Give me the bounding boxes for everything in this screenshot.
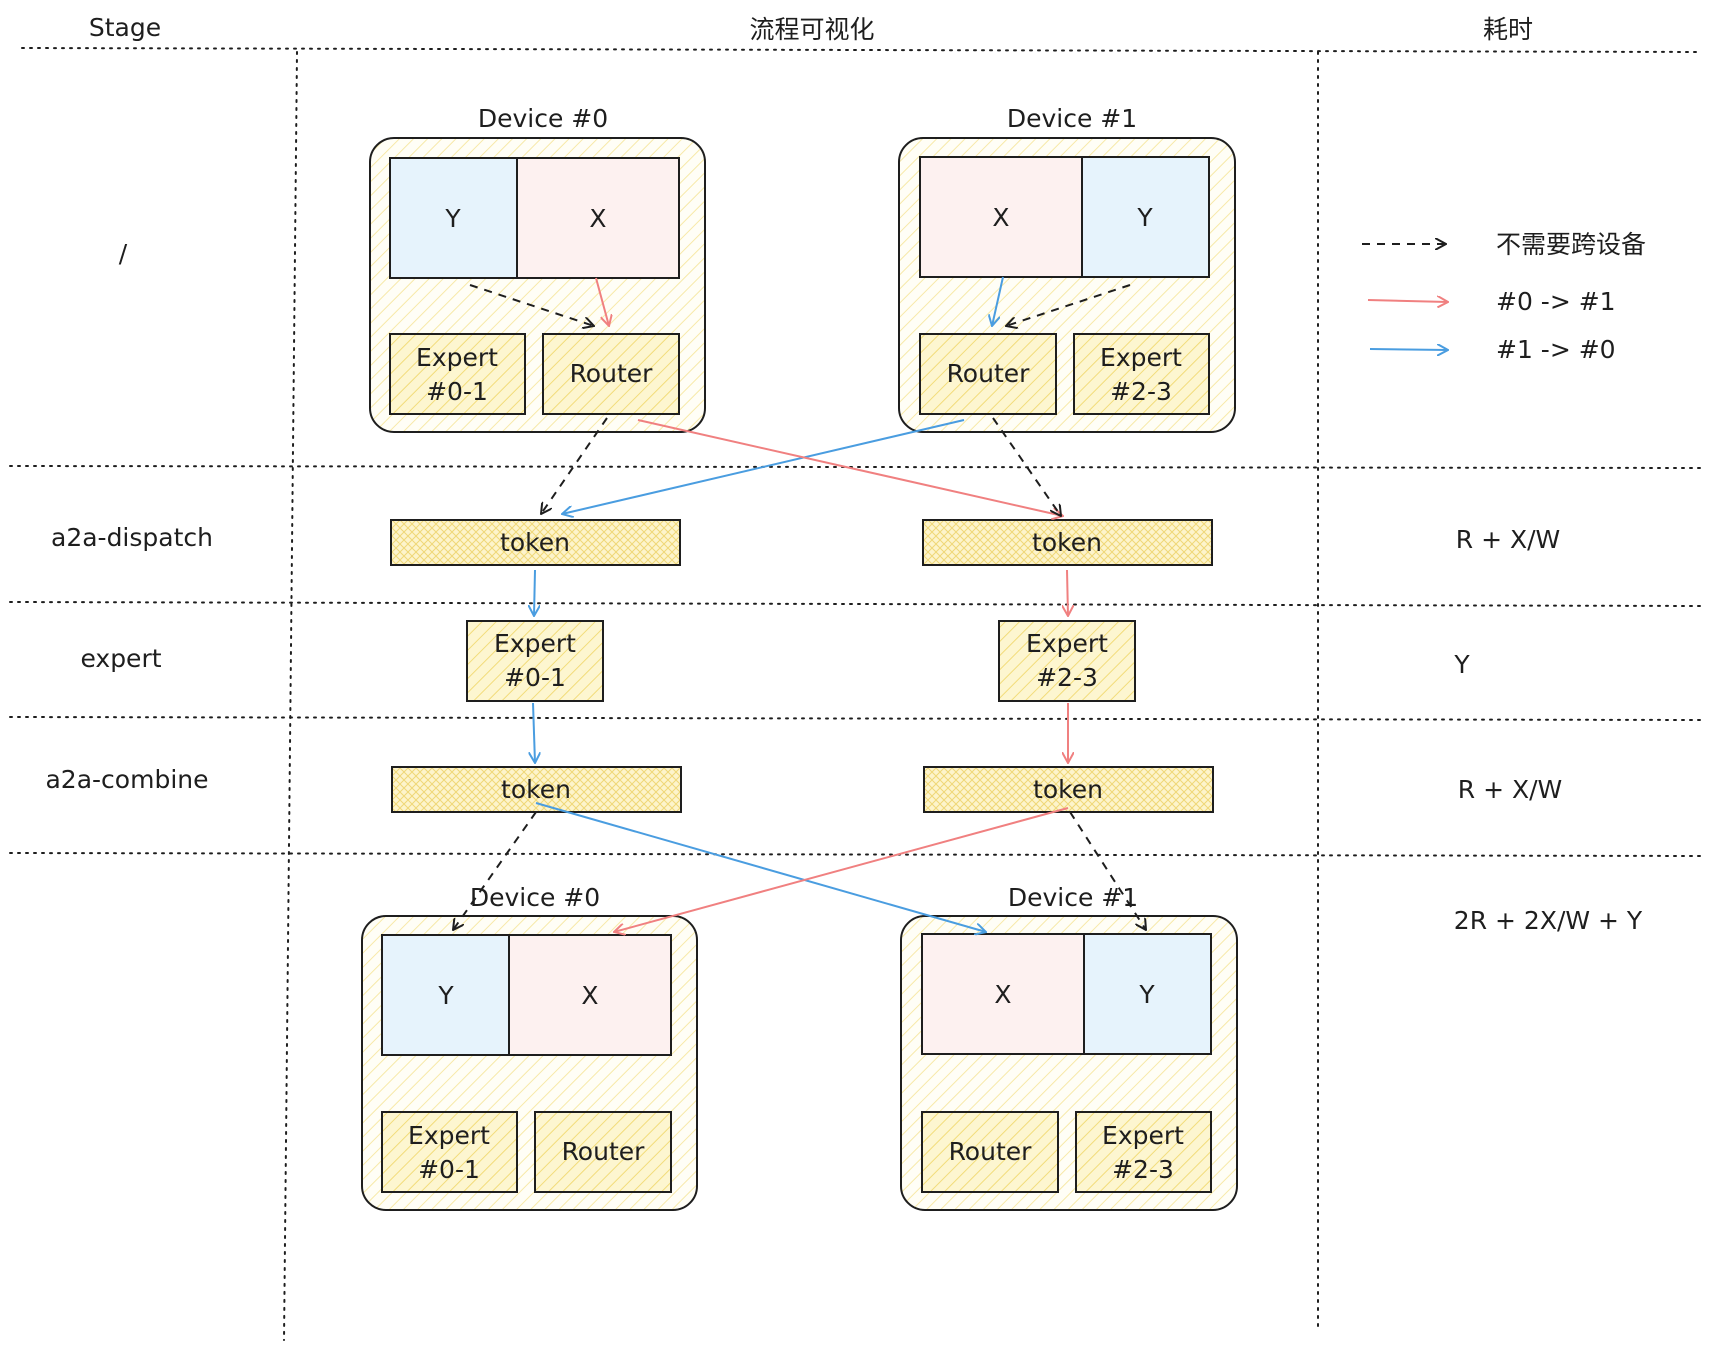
expert-stage-0	[466, 620, 604, 702]
token-dispatch-0-label: token	[500, 528, 570, 557]
y-cell-label: Y	[444, 204, 461, 233]
expert-box	[381, 1111, 518, 1193]
header-flow: 流程可视化	[749, 15, 874, 44]
legend-label-blue: #1 -> #0	[1496, 335, 1616, 364]
expert-label-line1: Expert	[408, 1121, 490, 1150]
router-box	[921, 1111, 1059, 1193]
y-cell-label: Y	[1136, 203, 1153, 232]
legend: 不需要跨设备 #0 -> #1 #1 -> #0	[1362, 230, 1646, 364]
stage-time-combine: R + X/W	[1458, 775, 1562, 804]
arrow-token0-to-device0	[453, 811, 537, 930]
token-combine-0-label: token	[501, 775, 571, 804]
arrow-router1-to-token0	[562, 419, 965, 514]
arrow-token0-to-expert0	[534, 569, 535, 616]
expert-label-line1: Expert	[1102, 1121, 1184, 1150]
token-dispatch-1	[922, 519, 1213, 566]
grid-separators	[9, 47, 1701, 1341]
expert-box	[1075, 1111, 1212, 1193]
expert-stage-1	[998, 620, 1136, 702]
arrow-router0-to-token0	[541, 417, 608, 514]
device-label: Device #1	[1008, 883, 1138, 912]
separator-row1	[9, 465, 1701, 469]
arrow-y-to-router-dev0	[469, 284, 594, 326]
arrow-x-to-router-dev1	[992, 276, 1004, 326]
arrow-y-to-router-dev1	[1006, 284, 1131, 326]
device-0-top: Device #0 Y X Expert #0-1 Router	[369, 104, 706, 433]
arrow-router1-to-token1	[992, 417, 1061, 516]
expert-label-line2: #0-1	[426, 377, 488, 406]
router-box	[919, 333, 1057, 415]
arrow-token1-to-device0	[614, 807, 1069, 932]
token-combine-1-label: token	[1033, 775, 1103, 804]
arrow-token1-to-expert1	[1067, 569, 1068, 616]
separator-row2	[9, 601, 1701, 607]
token-dispatch-0	[390, 519, 681, 566]
arrow-router0-to-token1	[637, 419, 1063, 516]
device-label: Device #0	[470, 883, 600, 912]
x-cell-label: X	[992, 203, 1009, 232]
x-cell	[508, 934, 672, 1056]
x-cell	[919, 156, 1083, 278]
header-stage: Stage	[89, 13, 161, 42]
arrow-token0-to-device1	[535, 802, 986, 932]
y-cell	[381, 934, 510, 1056]
token-combine-0	[391, 766, 682, 813]
router-label: Router	[562, 1137, 646, 1166]
expert-stage-1-line2: #2-3	[1036, 663, 1098, 692]
arrow-token1-to-device1	[1069, 811, 1146, 930]
arrow-x-to-router-dev0	[595, 277, 609, 326]
y-cell	[1083, 933, 1212, 1055]
stage-time-total: 2R + 2X/W + Y	[1454, 906, 1643, 935]
stage-name-dispatch: a2a-dispatch	[51, 523, 213, 552]
legend-blue-arrow	[1369, 349, 1448, 350]
token-dispatch-1-label: token	[1032, 528, 1102, 557]
expert-label-line2: #2-3	[1110, 377, 1172, 406]
separator-header	[21, 47, 1701, 53]
separator-row4	[9, 852, 1701, 857]
device-label: Device #0	[478, 104, 608, 133]
legend-label-red: #0 -> #1	[1496, 287, 1616, 316]
router-label: Router	[947, 359, 1031, 388]
device-1-top: Device #1 X Y Router Expert #2-3	[898, 104, 1236, 433]
legend-label-local: 不需要跨设备	[1496, 230, 1646, 259]
arrow-expert0-to-token0	[533, 702, 535, 763]
router-label: Router	[949, 1137, 1033, 1166]
expert-label-line2: #2-3	[1112, 1155, 1174, 1184]
expert-label-line2: #0-1	[418, 1155, 480, 1184]
y-cell-label: Y	[437, 981, 454, 1010]
expert-box	[1073, 333, 1210, 415]
token-combine-1	[923, 766, 1214, 813]
x-cell-label: X	[581, 981, 598, 1010]
x-cell-label: X	[994, 980, 1011, 1009]
x-cell	[516, 157, 680, 279]
y-cell	[389, 157, 518, 279]
separator-row3	[9, 716, 1701, 721]
expert-stage-1-line1: Expert	[1026, 629, 1108, 658]
y-cell	[1081, 156, 1210, 278]
expert-label-line1: Expert	[416, 343, 498, 372]
y-cell-label: Y	[1138, 980, 1155, 1009]
stage-time-dispatch: R + X/W	[1456, 525, 1560, 554]
router-label: Router	[570, 359, 654, 388]
x-cell-label: X	[589, 204, 606, 233]
stage-name-init: /	[119, 239, 128, 268]
stage-name-expert: expert	[80, 644, 161, 673]
router-box	[534, 1111, 672, 1193]
separator-col1	[283, 51, 298, 1341]
stage-time-expert: Y	[1453, 650, 1470, 679]
device-label: Device #1	[1007, 104, 1137, 133]
expert-box	[389, 333, 526, 415]
expert-stage-0-line2: #0-1	[504, 663, 566, 692]
device-0-bottom: Device #0 Y X Expert #0-1 Router	[361, 883, 698, 1211]
stage-name-combine: a2a-combine	[45, 765, 208, 794]
header-time: 耗时	[1483, 15, 1533, 44]
router-box	[542, 333, 680, 415]
x-cell	[921, 933, 1085, 1055]
legend-red-arrow	[1367, 300, 1448, 302]
expert-stage-0-line1: Expert	[494, 629, 576, 658]
device-1-bottom: Device #1 X Y Router Expert #2-3	[900, 883, 1238, 1211]
expert-label-line1: Expert	[1100, 343, 1182, 372]
